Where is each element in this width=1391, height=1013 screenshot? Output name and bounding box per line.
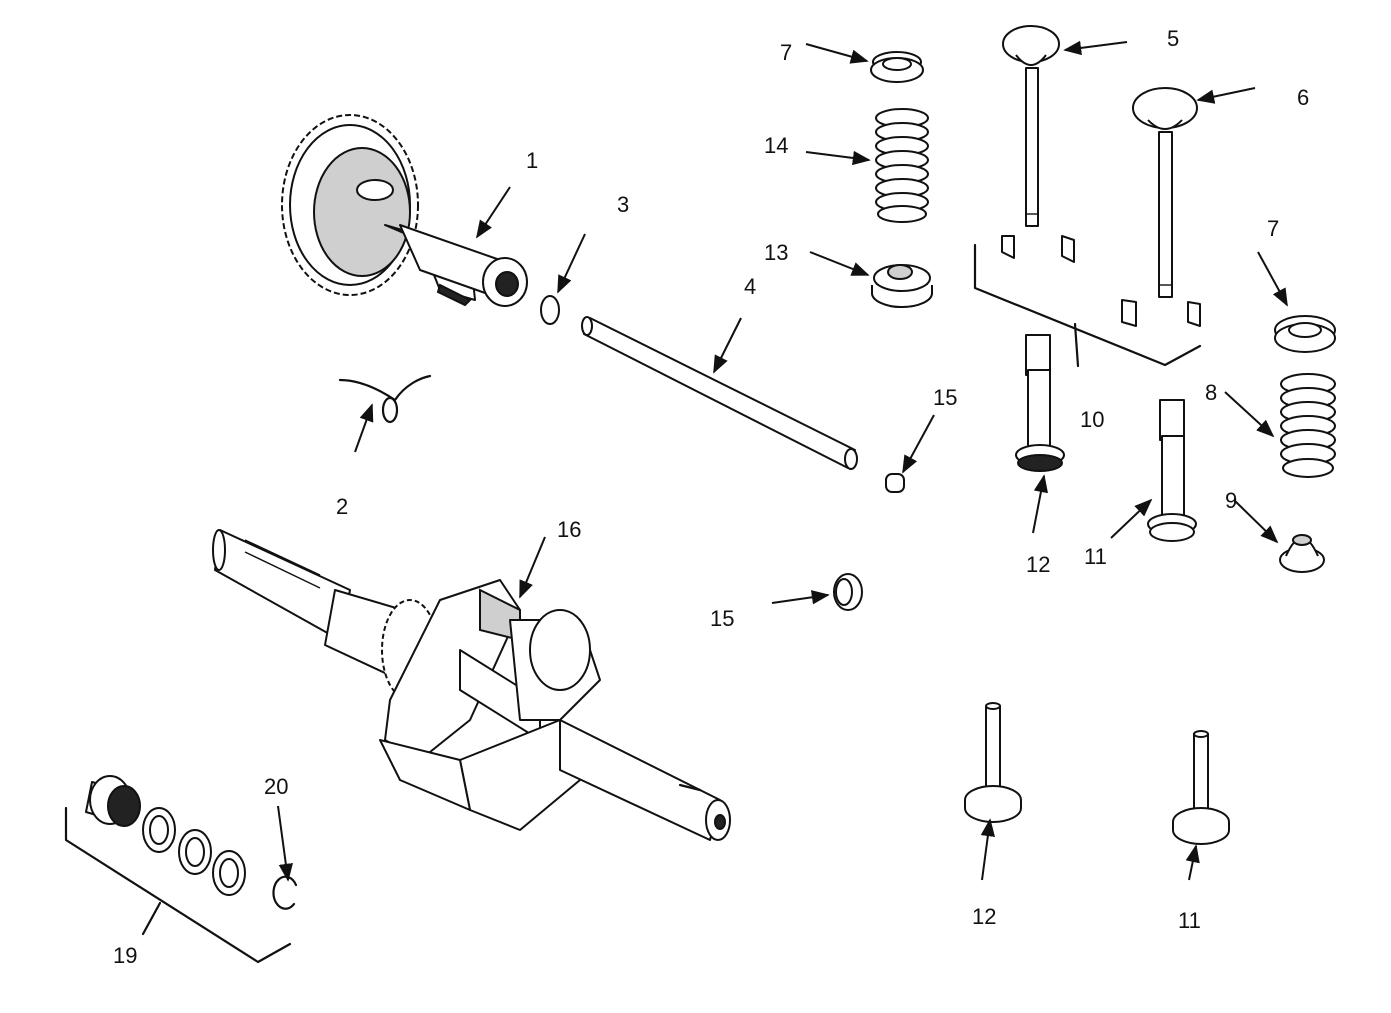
callout-14: 14 (764, 133, 788, 158)
callout-4: 4 (744, 274, 756, 299)
callout-8: 8 (1205, 380, 1217, 405)
valve-6-part (1132, 87, 1198, 298)
washer-part (540, 295, 560, 325)
callout-10: 10 (1080, 407, 1104, 432)
seat-right-part (1279, 534, 1325, 573)
callout-11-bottom: 11 (1178, 908, 1201, 933)
callout-15-ring: 15 (710, 606, 734, 631)
plug-part (885, 473, 905, 493)
wire-spring-part (338, 374, 432, 424)
callout-12-top: 12 (1026, 552, 1050, 577)
tappet-12-lower-part (964, 702, 1022, 823)
valve-5-part (1002, 25, 1060, 227)
callout-15-plug: 15 (933, 385, 957, 410)
valve-keepers-part (1001, 235, 1201, 327)
ring-part (833, 573, 863, 611)
valve-group-bracket (973, 243, 1202, 367)
callout-1: 1 (526, 148, 538, 173)
callout-labels: 1 2 3 4 5 6 7 7 8 9 10 11 11 12 12 13 14… (113, 26, 1309, 968)
callout-6: 6 (1297, 85, 1309, 110)
callout-2: 2 (336, 494, 348, 519)
callout-9: 9 (1225, 488, 1237, 513)
clip-part (272, 875, 298, 910)
tappet-10-part (1015, 334, 1065, 472)
bearing-kit-part (85, 775, 246, 896)
camshaft-gear-part (281, 114, 528, 307)
callout-19: 19 (113, 943, 137, 968)
callout-12-bottom: 12 (972, 904, 996, 929)
retainer-top-part (870, 51, 924, 83)
callout-16: 16 (557, 517, 581, 542)
callout-5: 5 (1167, 26, 1179, 51)
callout-11-top: 11 (1084, 544, 1107, 569)
spring-seat-part (871, 264, 933, 308)
spring-top-part (875, 108, 929, 223)
tappet-11-upper-part (1147, 399, 1197, 542)
tappet-11-lower-part (1172, 730, 1230, 845)
shaft-part (581, 316, 858, 470)
valve-group-bracket-stem (1073, 322, 1080, 368)
callout-20: 20 (264, 774, 288, 799)
spring-right-part (1280, 373, 1336, 478)
callout-7-right: 7 (1267, 216, 1279, 241)
leader-arrows (141, 40, 1288, 936)
bearing-kit-bracket (64, 806, 292, 964)
callout-13: 13 (764, 240, 788, 265)
callout-7-top: 7 (780, 40, 792, 65)
retainer-right-part (1274, 315, 1336, 353)
crankshaft-part (212, 529, 731, 841)
callout-3: 3 (617, 192, 629, 217)
